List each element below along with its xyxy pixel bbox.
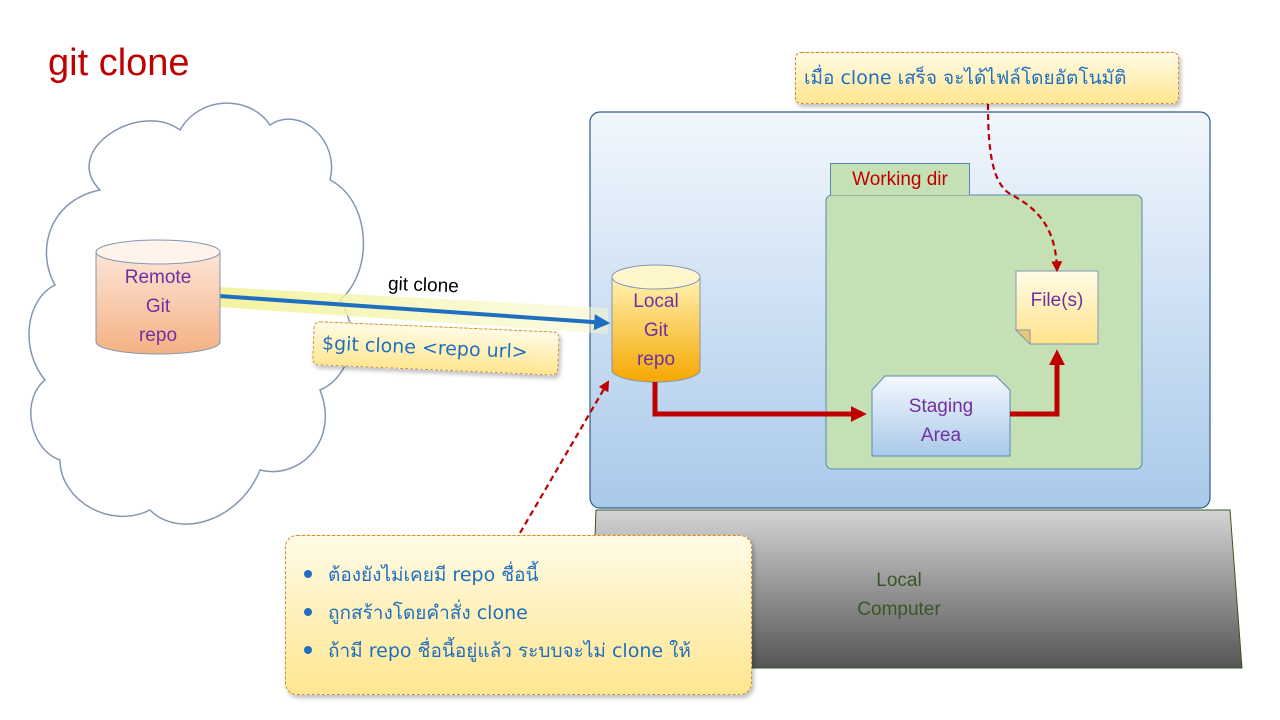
clone-rule-item: ต้องยังไม่เคยมี repo ชื่อนี้ [300,556,741,594]
clone-rules-note: ต้องยังไม่เคยมี repo ชื่อนี้ ถูกสร้างโดย… [285,535,752,695]
clone-arrow-label: git clone [387,273,460,298]
clone-rule-item: ถ้ามี repo ชื่อนี้อยู่แล้ว ระบบจะไม่ clo… [300,632,741,670]
computer-line: Local [876,570,922,591]
repo-to-staging-arrow [652,382,867,423]
clone-rules-list: ต้องยังไม่เคยมี repo ชื่อนี้ ถูกสร้างโดย… [300,556,741,670]
slide-title: git clone [48,42,190,84]
local-repo-line: Local [633,291,679,312]
clone-arrow [218,294,611,331]
computer-line: Computer [857,599,941,620]
files-note [1015,270,1099,345]
local-repo-label: Local Git repo [612,287,700,374]
local-computer-label: Local Computer [840,566,958,624]
remote-repo-cylinder [95,239,221,355]
repo-callout-connector [519,380,610,534]
staging-area-label: Staging Area [872,392,1010,450]
clone-rule-item: ถูกสร้างโดยคำสั่ง clone [300,594,741,632]
local-repo-line: repo [636,349,676,370]
staging-line: Area [920,425,962,446]
local-repo-line: Git [643,320,669,341]
files-note-fold [1014,329,1031,346]
auto-files-note: เมื่อ clone เสร็จ จะได้ไฟล์โดยอัตโนมัติ [795,52,1179,104]
local-repo-cylinder [611,264,701,383]
staging-area-shape [871,375,1011,457]
files-label: File(s) [1030,290,1084,311]
staging-line: Staging [908,396,974,417]
remote-repo-line: Remote [124,267,192,288]
working-dir-label: Working dir [830,163,970,195]
remote-repo-line: repo [138,325,178,346]
remote-repo-line: Git [145,296,171,317]
staging-to-files-arrow [1010,349,1066,417]
remote-repo-label: Remote Git repo [96,263,220,350]
